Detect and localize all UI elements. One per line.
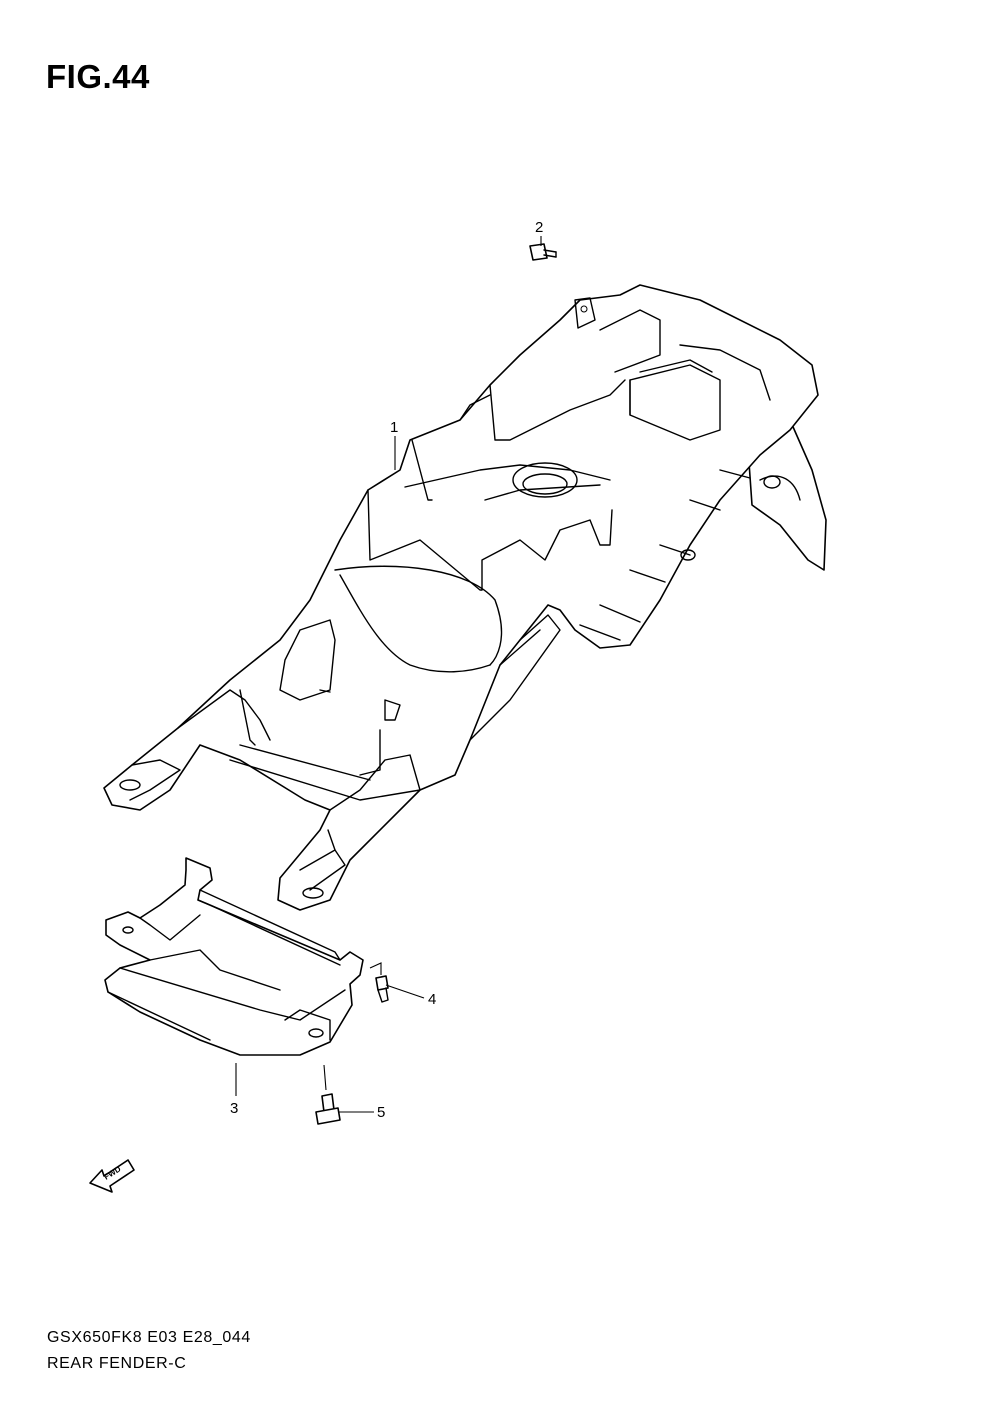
callout-number: 1 — [390, 419, 398, 436]
model-code: GSX650FK8 E03 E28_044 — [47, 1329, 251, 1346]
section-name: REAR FENDER-C — [47, 1355, 187, 1372]
callout-number: 5 — [377, 1104, 385, 1121]
leader-lines — [235, 236, 542, 1113]
bolt-part-5[interactable] — [315, 1093, 341, 1125]
rear-fender-main-body[interactable] — [103, 284, 827, 911]
callout-number: 4 — [428, 991, 436, 1008]
screw-part-2[interactable] — [529, 243, 557, 261]
callout-number: 3 — [230, 1100, 238, 1117]
figure-title: FIG.44 — [46, 58, 150, 95]
callout-number: 2 — [535, 219, 543, 236]
rear-fender-bracket-part-3[interactable] — [104, 857, 364, 1056]
fwd-arrow-icon: FWD — [89, 1159, 135, 1193]
screw-part-4[interactable] — [375, 975, 389, 1003]
